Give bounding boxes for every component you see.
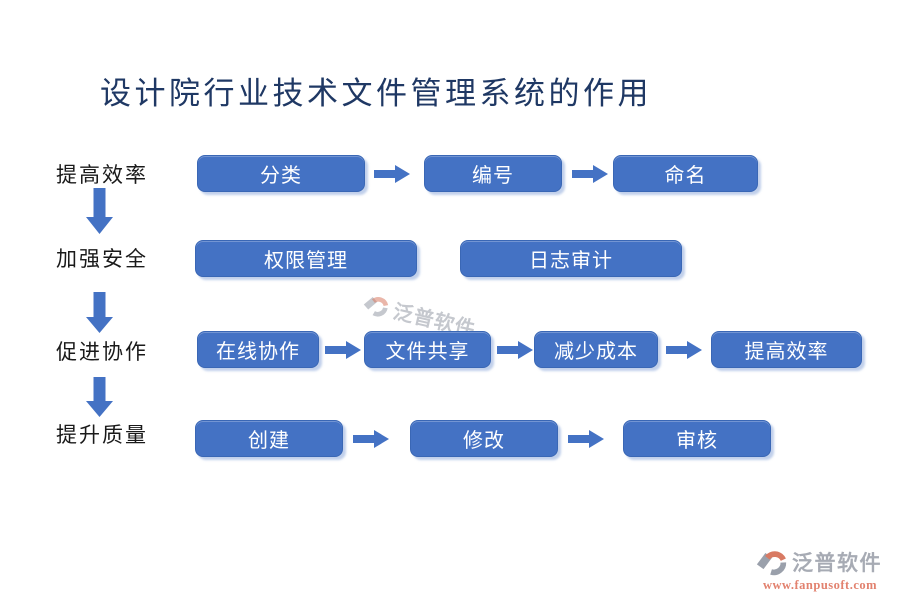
down-arrow-icon xyxy=(86,377,113,417)
box-log-audit: 日志审计 xyxy=(460,240,682,277)
right-arrow-icon xyxy=(666,341,702,359)
right-arrow-icon xyxy=(325,341,361,359)
box-naming: 命名 xyxy=(613,155,758,192)
watermark: 泛普软件 xyxy=(359,288,479,342)
box-permission-management: 权限管理 xyxy=(195,240,417,277)
box-create: 创建 xyxy=(195,420,343,457)
right-arrow-icon xyxy=(572,165,608,183)
label-strengthen-security: 加强安全 xyxy=(56,247,148,271)
box-cost-reduction: 减少成本 xyxy=(534,331,658,368)
box-file-sharing: 文件共享 xyxy=(364,331,491,368)
box-numbering: 编号 xyxy=(424,155,562,192)
label-improve-efficiency: 提高效率 xyxy=(56,163,148,187)
box-classification: 分类 xyxy=(197,155,365,192)
right-arrow-icon xyxy=(353,430,389,448)
footer-logo: 泛普软件 www.fanpusoft.com xyxy=(755,547,895,593)
box-modify: 修改 xyxy=(410,420,558,457)
footer-url: www.fanpusoft.com xyxy=(763,578,878,592)
box-improve-efficiency: 提高效率 xyxy=(711,331,862,368)
label-promote-collaboration: 促进协作 xyxy=(56,340,148,364)
down-arrow-icon xyxy=(86,292,113,333)
box-review: 审核 xyxy=(623,420,771,457)
down-arrow-icon xyxy=(86,188,113,234)
right-arrow-icon xyxy=(374,165,410,183)
box-online-collaboration: 在线协作 xyxy=(197,331,319,368)
right-arrow-icon xyxy=(568,430,604,448)
fanpu-logo-icon xyxy=(363,296,389,317)
page-title: 设计院行业技术文件管理系统的作用 xyxy=(100,76,652,111)
label-improve-quality: 提升质量 xyxy=(56,423,148,447)
footer-brand-text: 泛普软件 xyxy=(792,551,882,575)
fanpu-logo-icon xyxy=(756,550,787,575)
right-arrow-icon xyxy=(497,341,533,359)
